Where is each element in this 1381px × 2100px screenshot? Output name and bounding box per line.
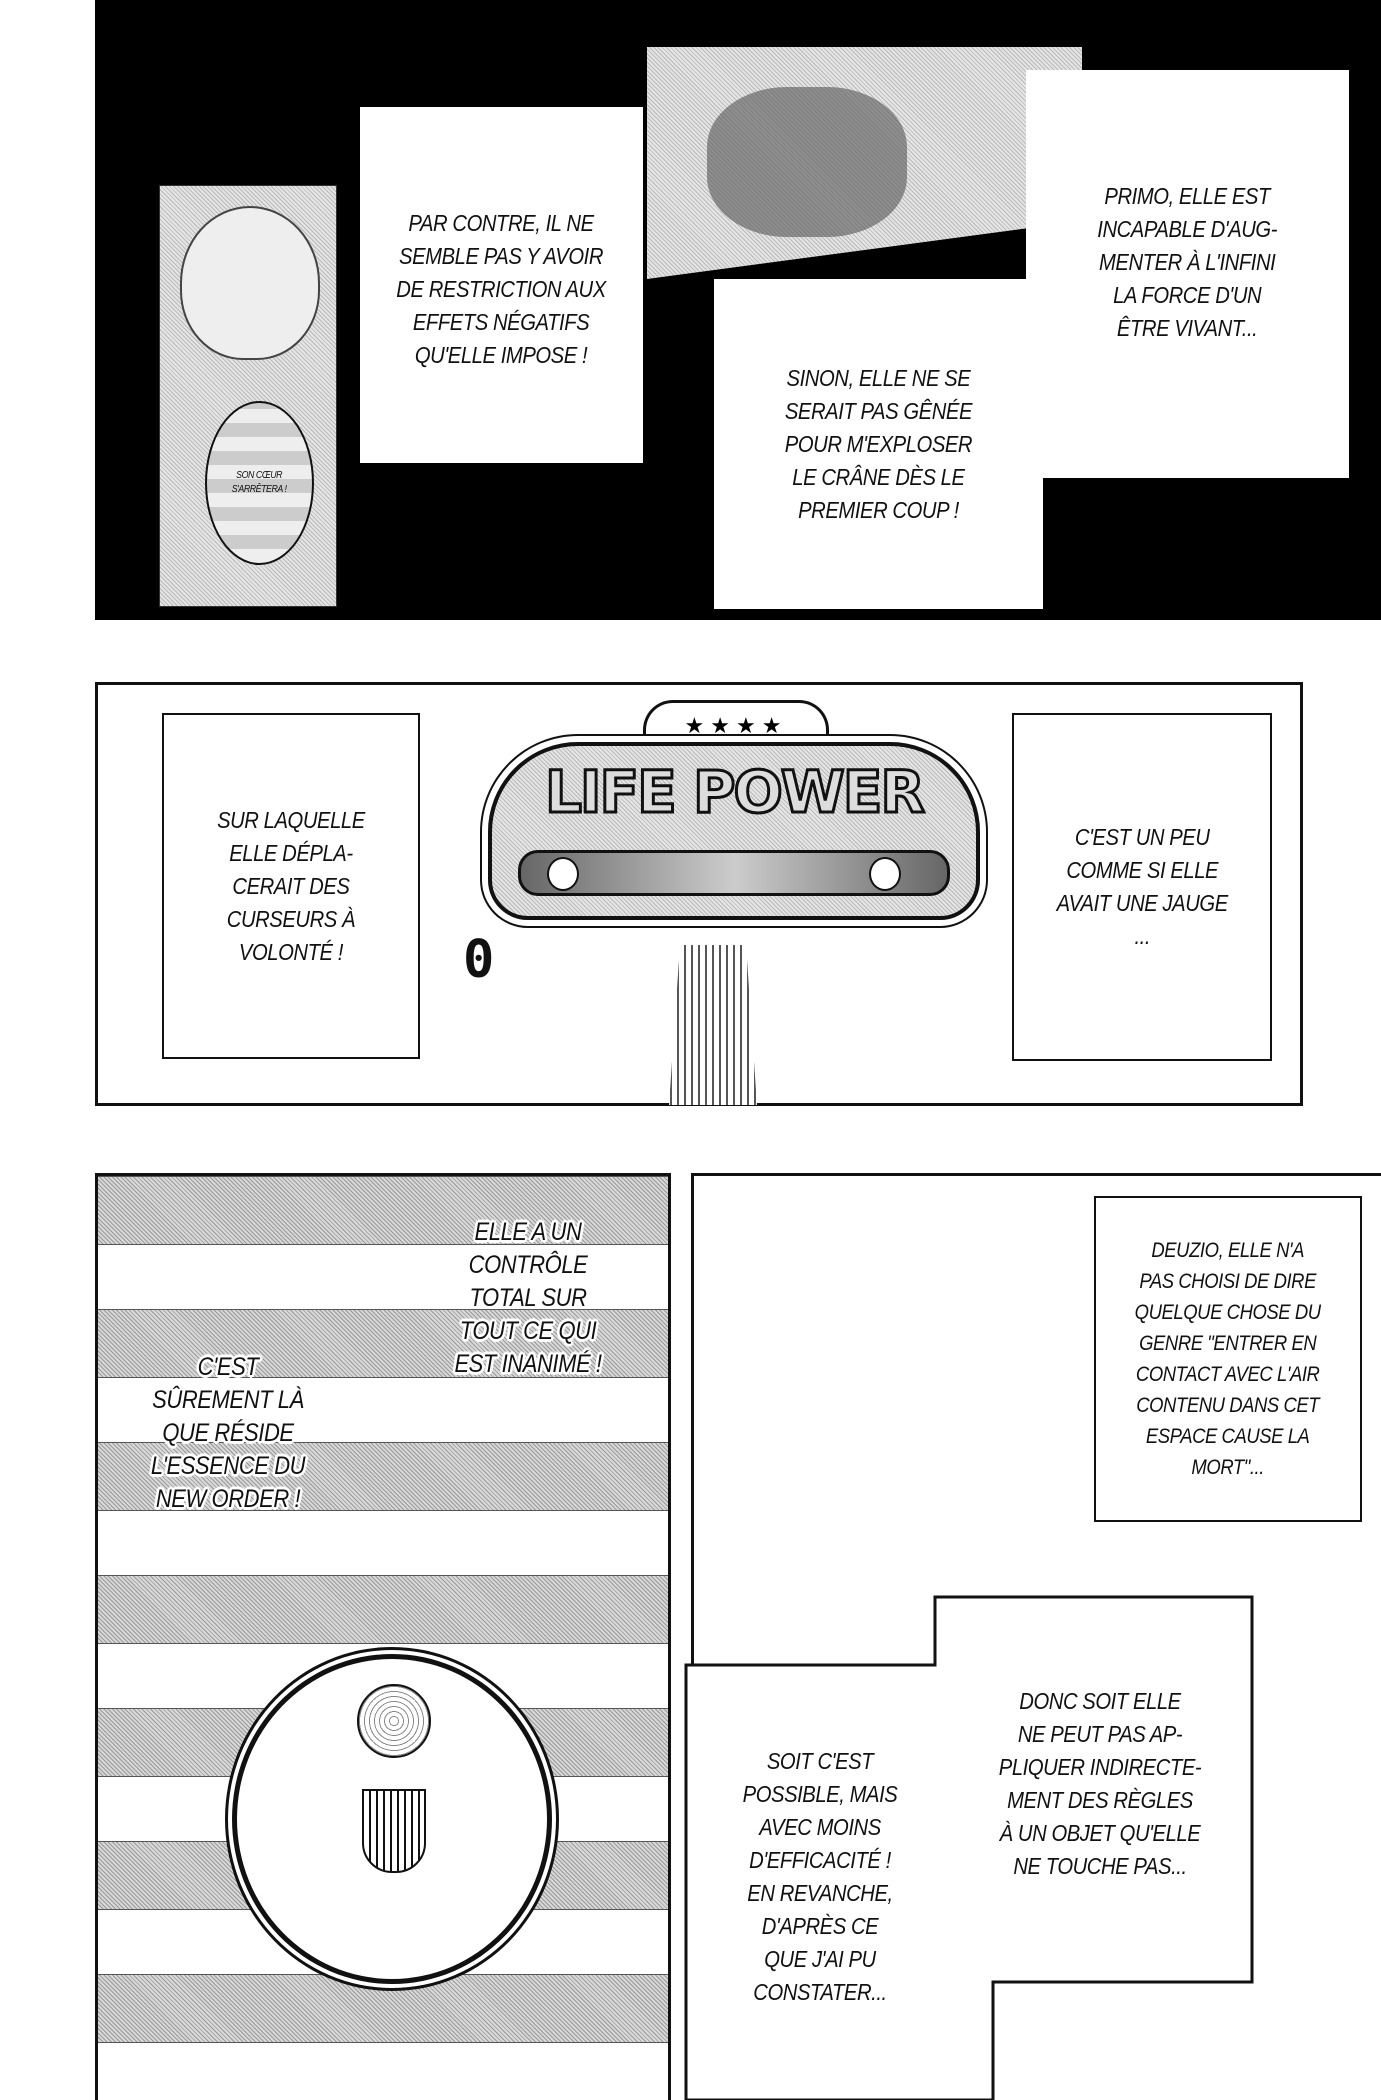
eagle-shield-icon xyxy=(362,1789,426,1873)
gauge-bar xyxy=(518,850,950,896)
digit-counter: 0 xyxy=(463,930,495,990)
caption-text: PRIMO, ELLE EST INCAPABLE D'AUG- MENTER … xyxy=(1097,183,1278,341)
text-soit-possible: SOIT C'EST POSSIBLE, MAIS AVEC MOINS D'E… xyxy=(742,1748,898,2005)
face-illustration xyxy=(180,206,320,360)
great-seal-emblem xyxy=(232,1654,552,1984)
caption-par-contre: PAR CONTRE, IL NE SEMBLE PAS Y AVOIR DE … xyxy=(360,107,643,463)
caption-text: PAR CONTRE, IL NE SEMBLE PAS Y AVOIR DE … xyxy=(396,210,607,368)
life-power-sign: ★★★★ LIFE POWER xyxy=(478,700,988,925)
sign-title: LIFE POWER xyxy=(543,757,926,828)
flag-panel: ELLE A UN CONTRÔLE TOTAL SUR TOUT CE QUI… xyxy=(95,1173,671,2100)
stars-glory-icon xyxy=(357,1684,431,1758)
caption-text: SINON, ELLE NE SE SERAIT PAS GÊNÉE POUR … xyxy=(784,364,973,523)
life-power-panel: SUR LAQUELLE ELLE DÉPLA- CERAIT DES CURS… xyxy=(95,682,1303,1106)
text-controle-total: ELLE A UN CONTRÔLE TOTAL SUR TOUT CE QUI… xyxy=(454,1218,602,1378)
caption-text: C'EST UN PEU COMME SI ELLE AVAIT UNE JAU… xyxy=(1056,824,1228,949)
text-donc-soit: DONC SOIT ELLE NE PEUT PAS AP- PLIQUER I… xyxy=(998,1688,1202,1879)
face-panel: SON CŒUR S'ARRÊTERA ! xyxy=(159,185,337,607)
caption-curseurs: SUR LAQUELLE ELLE DÉPLA- CERAIT DES CURS… xyxy=(162,713,420,1059)
caption-jauge: C'EST UN PEU COMME SI ELLE AVAIT UNE JAU… xyxy=(1012,713,1272,1061)
gauge-cursor-left xyxy=(547,857,579,891)
speech-bubble: SON CŒUR S'ARRÊTERA ! xyxy=(205,401,314,565)
bubble-text: SON CŒUR S'ARRÊTERA ! xyxy=(232,470,287,495)
sign-body: LIFE POWER xyxy=(488,742,980,920)
text-essence-new-order: C'EST SÛREMENT LÀ QUE RÉSIDE L'ESSENCE D… xyxy=(150,1353,306,1513)
fight-illustration xyxy=(647,47,1082,279)
caption-primo: PRIMO, ELLE EST INCAPABLE D'AUG- MENTER … xyxy=(1026,70,1349,478)
caption-deuzio: DEUZIO, ELLE N'A PAS CHOISI DE DIRE QUEL… xyxy=(1094,1196,1362,1522)
caption-text: DEUZIO, ELLE N'A PAS CHOISI DE DIRE QUEL… xyxy=(1134,1239,1322,1479)
gauge-cursor-right xyxy=(869,857,901,891)
stars-icon: ★★★★ xyxy=(684,713,788,738)
character-hands-illustration xyxy=(669,945,757,1105)
caption-text: SUR LAQUELLE ELLE DÉPLA- CERAIT DES CURS… xyxy=(217,806,365,965)
caption-sinon: SINON, ELLE NE SE SERAIT PAS GÊNÉE POUR … xyxy=(714,279,1043,609)
